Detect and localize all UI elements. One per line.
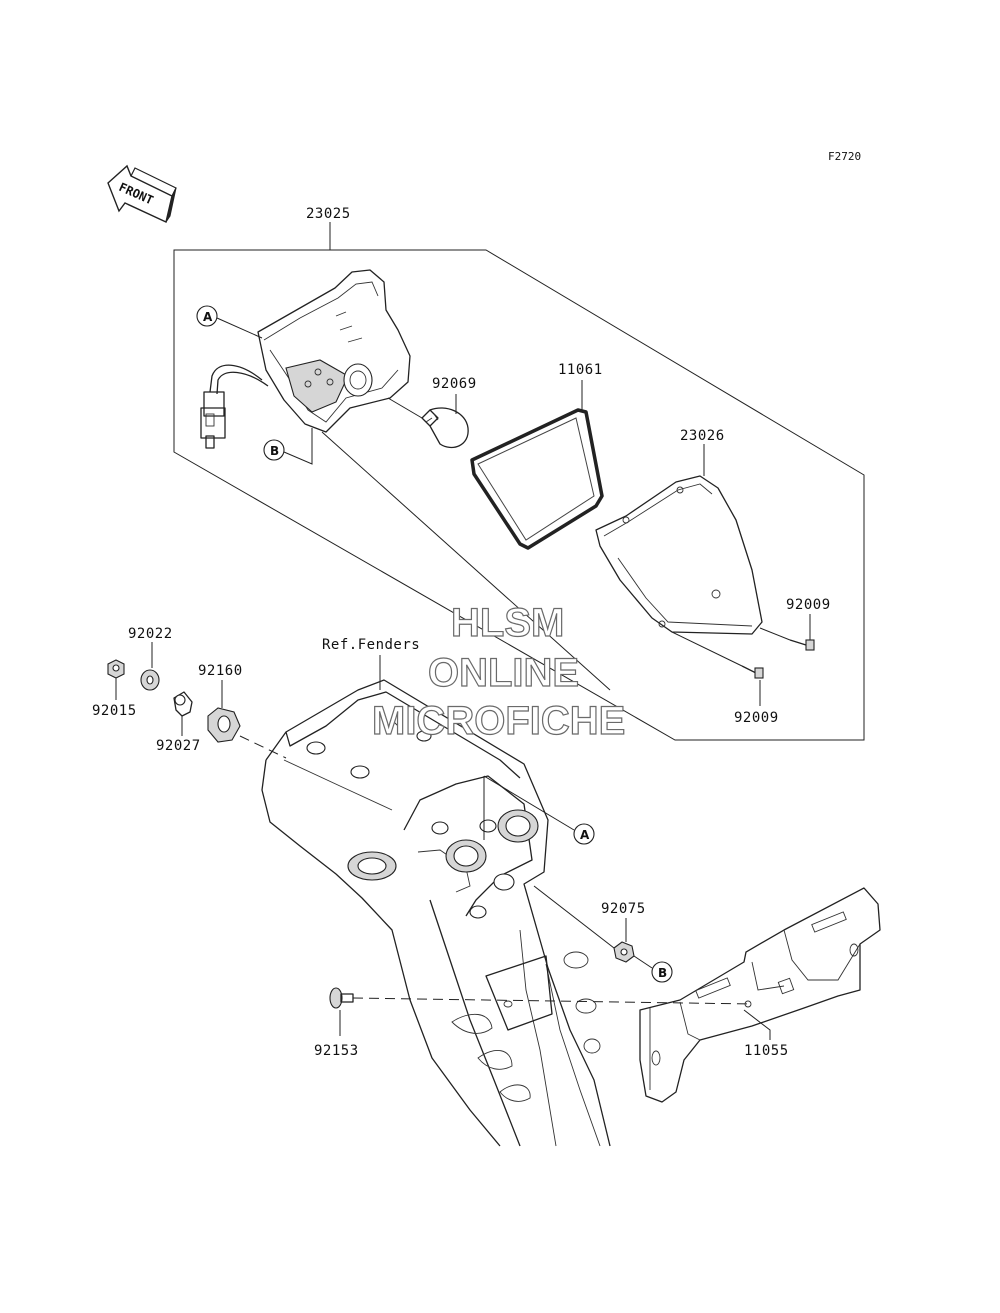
part-92009-lower: 92009 (734, 710, 779, 726)
callout-b-lower-label: B (658, 966, 667, 980)
part-92075: 92075 (601, 901, 646, 917)
callout-a-upper (196, 305, 218, 327)
callout-a-upper-label: A (203, 310, 213, 324)
watermark-line-3: MICROFICHE (372, 699, 625, 743)
part-92153: 92153 (314, 1043, 359, 1059)
collar-92027 (173, 691, 193, 717)
bolt-92153 (329, 987, 354, 1009)
wiring-harness (200, 364, 269, 449)
bracket-11055 (639, 887, 881, 1103)
part-23026: 23026 (680, 428, 725, 444)
part-92160: 92160 (198, 663, 243, 679)
bulb-92069 (421, 407, 469, 449)
tail-lamp-housing (257, 269, 411, 433)
nut-92015 (107, 659, 125, 679)
leader-11055 (743, 1009, 771, 1040)
screw-axis-right (759, 627, 791, 641)
part-92015: 92015 (92, 703, 137, 719)
callout-b-upper-label: B (270, 444, 279, 458)
leader-a-lower (483, 775, 575, 831)
part-23025: 23025 (306, 206, 351, 222)
screw-axis-lower (671, 631, 743, 667)
part-92022: 92022 (128, 626, 173, 642)
bolt-axis-line (352, 997, 753, 1005)
ref-fenders-label: Ref.Fenders (322, 637, 420, 653)
gasket-11061 (470, 408, 604, 550)
bulb-axis-line (387, 397, 423, 419)
diagram-code: F2720 (828, 150, 861, 163)
part-11055: 11055 (744, 1043, 789, 1059)
rear-fender-frame (261, 679, 611, 1147)
callout-b-lower (651, 961, 673, 983)
callout-a-lower-label: A (580, 828, 590, 842)
part-92069: 92069 (432, 376, 477, 392)
leader-a-upper (216, 317, 263, 339)
watermark-line-1: HLSM (451, 601, 564, 645)
part-92009-right: 92009 (786, 597, 831, 613)
lens-23026 (595, 475, 763, 635)
part-11061: 11061 (558, 362, 603, 378)
watermark-line-2: ONLINE (428, 651, 579, 695)
leader-b-upper (283, 428, 313, 465)
assembly-reference-line (321, 431, 611, 691)
assembly-box (173, 249, 865, 741)
leader-b-lower (633, 955, 653, 969)
washer-92022 (140, 669, 160, 691)
grommet-92160 (207, 707, 241, 743)
part-92027: 92027 (156, 738, 201, 754)
screw-92009-lower (741, 665, 764, 679)
nut-92075 (613, 941, 635, 963)
front-arrow-icon (107, 164, 177, 223)
callout-b-upper (263, 439, 285, 461)
nut-axis-line (533, 885, 615, 949)
grommet-axis-line (239, 735, 287, 759)
screw-92009-right (789, 639, 815, 651)
callout-a-lower (573, 823, 595, 845)
